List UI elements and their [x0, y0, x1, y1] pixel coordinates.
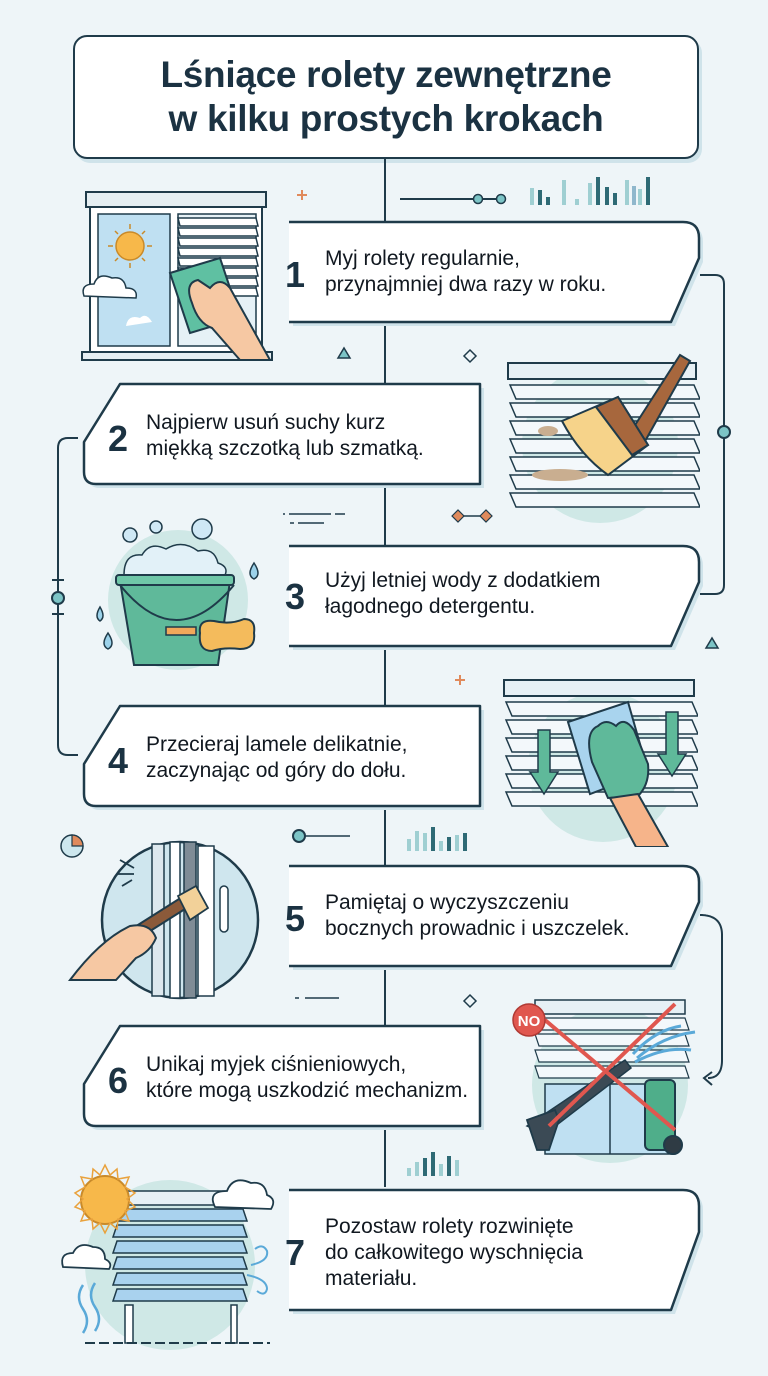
step-text-line-3: materiału. [325, 1267, 418, 1290]
step-card-7: 7 Pozostaw rolety rozwinięte do całkowit… [275, 1186, 705, 1316]
step-number: 7 [285, 1232, 306, 1273]
card-shape [289, 544, 703, 650]
step-text-line-1: Myj rolety regularnie, [325, 247, 520, 270]
no-badge: NO [518, 1013, 541, 1030]
step-text-line-2: które mogą uszkodzić mechanizm. [146, 1079, 469, 1102]
step-text-line-1: Użyj letniej wody z dodatkiem [325, 569, 601, 592]
bar-decoration-bottom [407, 1152, 459, 1176]
step-card-5: 5 Pamiętaj o wyczyszczeniu bocznych prow… [275, 862, 705, 972]
card-shape [82, 704, 484, 810]
gloved-hand-wiping-slats-icon [503, 679, 698, 847]
blinds-drying-in-sun-icon [61, 1163, 275, 1350]
step-text-line-1: Przecieraj lamele delikatnie, [146, 733, 408, 756]
step-number: 6 [108, 1060, 129, 1101]
step-card-2: 2 Najpierw usuń suchy kurz miękką szczot… [80, 380, 500, 490]
bar-decoration-top [530, 177, 650, 205]
bucket-with-soap-and-sponge-icon [96, 518, 259, 670]
step-text-line-2: łagodnego detergentu. [325, 595, 536, 618]
brush-cleaning-side-rail-icon [67, 840, 260, 1000]
timeline-spine [384, 157, 386, 1187]
step-card-4: 4 Przecieraj lamele delikatnie, zaczynaj… [80, 702, 500, 812]
step-number: 1 [285, 254, 306, 295]
card-shape [82, 1024, 484, 1130]
step-text-line-2: przynajmniej dwa razy w roku. [325, 273, 607, 296]
step-card-3: 3 Użyj letniej wody z dodatkiem łagodneg… [275, 542, 705, 652]
step-number: 2 [108, 418, 129, 459]
card-shape [82, 382, 484, 488]
card-shape [289, 220, 703, 326]
title-line-2: w kilku prostych krokach [168, 98, 604, 139]
step-text-line-2: miękką szczotką lub szmatką. [146, 437, 424, 460]
step-number: 5 [285, 898, 306, 939]
step-text-line-1: Najpierw usuń suchy kurz [146, 411, 386, 434]
window-with-blinds-and-cloth-icon [81, 191, 273, 361]
step-text-line-2: zaczynając od góry do dołu. [146, 759, 407, 782]
step-text-line-2: do całkowitego wyschnięcia [325, 1241, 583, 1264]
step-text-line-2: bocznych prowadnic i uszczelek. [325, 917, 630, 940]
step-number: 3 [285, 576, 306, 617]
title-line-1: Lśniące rolety zewnętrzne [160, 54, 612, 95]
step-number: 4 [108, 740, 129, 781]
step-card-6: 6 Unikaj myjek ciśnieniowych, które mogą… [80, 1022, 500, 1132]
step-card-1: 1 Myj rolety regularnie, przynajmniej dw… [275, 218, 705, 328]
title-box: Lśniące rolety zewnętrzne w kilku prosty… [73, 35, 699, 159]
no-pressure-washer-icon: NO [512, 999, 696, 1163]
step-text-line-1: Unikaj myjek ciśnieniowych, [146, 1053, 407, 1076]
brush-removing-dust-icon [507, 353, 700, 523]
step-text-line-1: Pamiętaj o wyczyszczeniu [325, 891, 569, 914]
card-shape [289, 864, 703, 970]
step-text-line-1: Pozostaw rolety rozwinięte [325, 1215, 574, 1238]
bar-decoration-mid [407, 827, 467, 851]
card-shape [289, 1188, 703, 1314]
